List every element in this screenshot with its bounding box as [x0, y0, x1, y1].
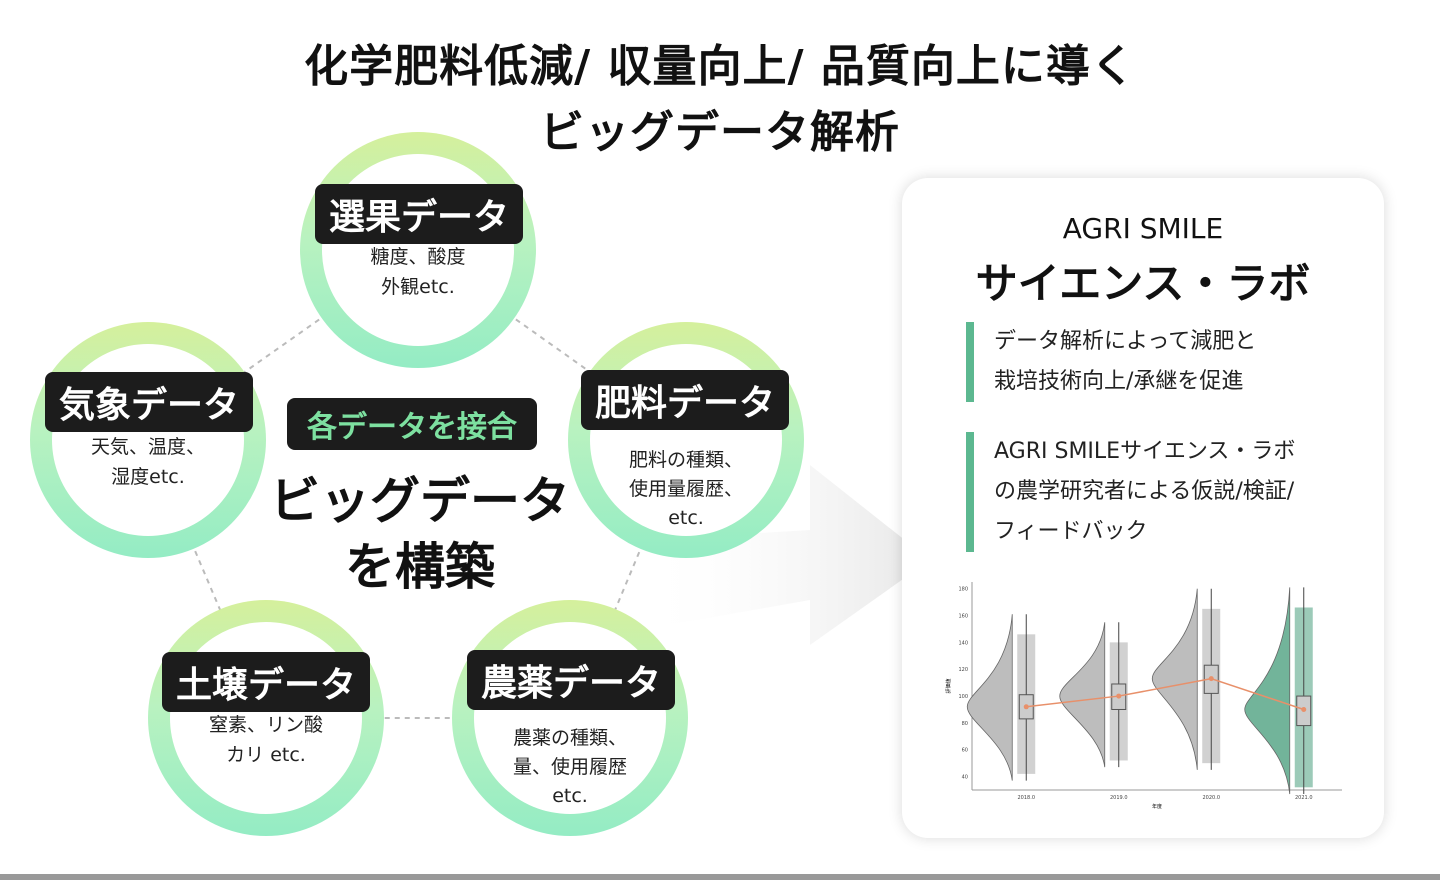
- point-1: データ解析によって減肥と栽培技術向上/承継を促進: [966, 322, 1256, 402]
- brand-name: AGRI SMILE: [1062, 212, 1224, 245]
- label-soil: 土壌データ: [162, 652, 371, 712]
- y-tick-label: 100: [958, 694, 968, 700]
- label-pesticide: 農薬データ: [467, 650, 676, 710]
- median-point: [1208, 676, 1214, 682]
- label-fertilizer: 肥料データ: [581, 370, 790, 430]
- title-line1: 化学肥料低減/ 収量向上/ 品質向上に導く: [304, 41, 1136, 92]
- violin-0: [966, 614, 1013, 781]
- bottom-bar: [0, 874, 1440, 880]
- node-soil: 窒素、リン酸カリ etc.: [148, 600, 384, 836]
- label-weather: 気象データ: [45, 372, 254, 432]
- bigdata-heading: ビッグデータを構築: [270, 472, 570, 596]
- y-axis-label: 評価値: [945, 678, 952, 693]
- y-tick-label: 160: [958, 614, 968, 620]
- y-tick-label: 180: [958, 587, 968, 593]
- x-axis-label: 年度: [1152, 803, 1162, 810]
- x-tick-label: 2021.0: [1295, 795, 1313, 801]
- y-tick-label: 80: [962, 721, 968, 727]
- median-point: [1023, 704, 1029, 710]
- lab-title: サイエンス・ラボ: [975, 259, 1311, 308]
- y-tick-label: 60: [962, 748, 968, 754]
- node-fertilizer: 肥料の種類、使用量履歴、etc.: [568, 322, 804, 558]
- label-sorting: 選果データ: [315, 184, 524, 244]
- point-2: AGRI SMILEサイエンス・ラボの農学研究者による仮説/検証/フィードバック: [966, 432, 1295, 552]
- y-tick-label: 40: [962, 775, 968, 781]
- science-lab-card: AGRI SMILE サイエンス・ラボ データ解析によって減肥と栽培技術向上/承…: [902, 178, 1384, 838]
- merge-badge: 各データを接合: [287, 398, 537, 450]
- violin-1: [1059, 622, 1106, 768]
- violin-3: [1244, 587, 1291, 795]
- x-tick-label: 2019.0: [1110, 795, 1128, 801]
- x-tick-label: 2020.0: [1203, 795, 1221, 801]
- median-point: [1301, 706, 1307, 712]
- y-tick-label: 140: [958, 640, 968, 646]
- y-tick-label: 120: [958, 667, 968, 673]
- node-sorting: 糖度、酸度外観etc.: [300, 132, 536, 368]
- title-line2: ビッグデータ解析: [540, 107, 900, 158]
- node-weather: 天気、温度、湿度etc.: [30, 322, 266, 558]
- x-tick-label: 2018.0: [1018, 795, 1036, 801]
- median-point: [1116, 693, 1122, 699]
- arrow-icon: [640, 465, 930, 645]
- violin-2: [1151, 588, 1198, 770]
- median-line: [1026, 677, 1304, 711]
